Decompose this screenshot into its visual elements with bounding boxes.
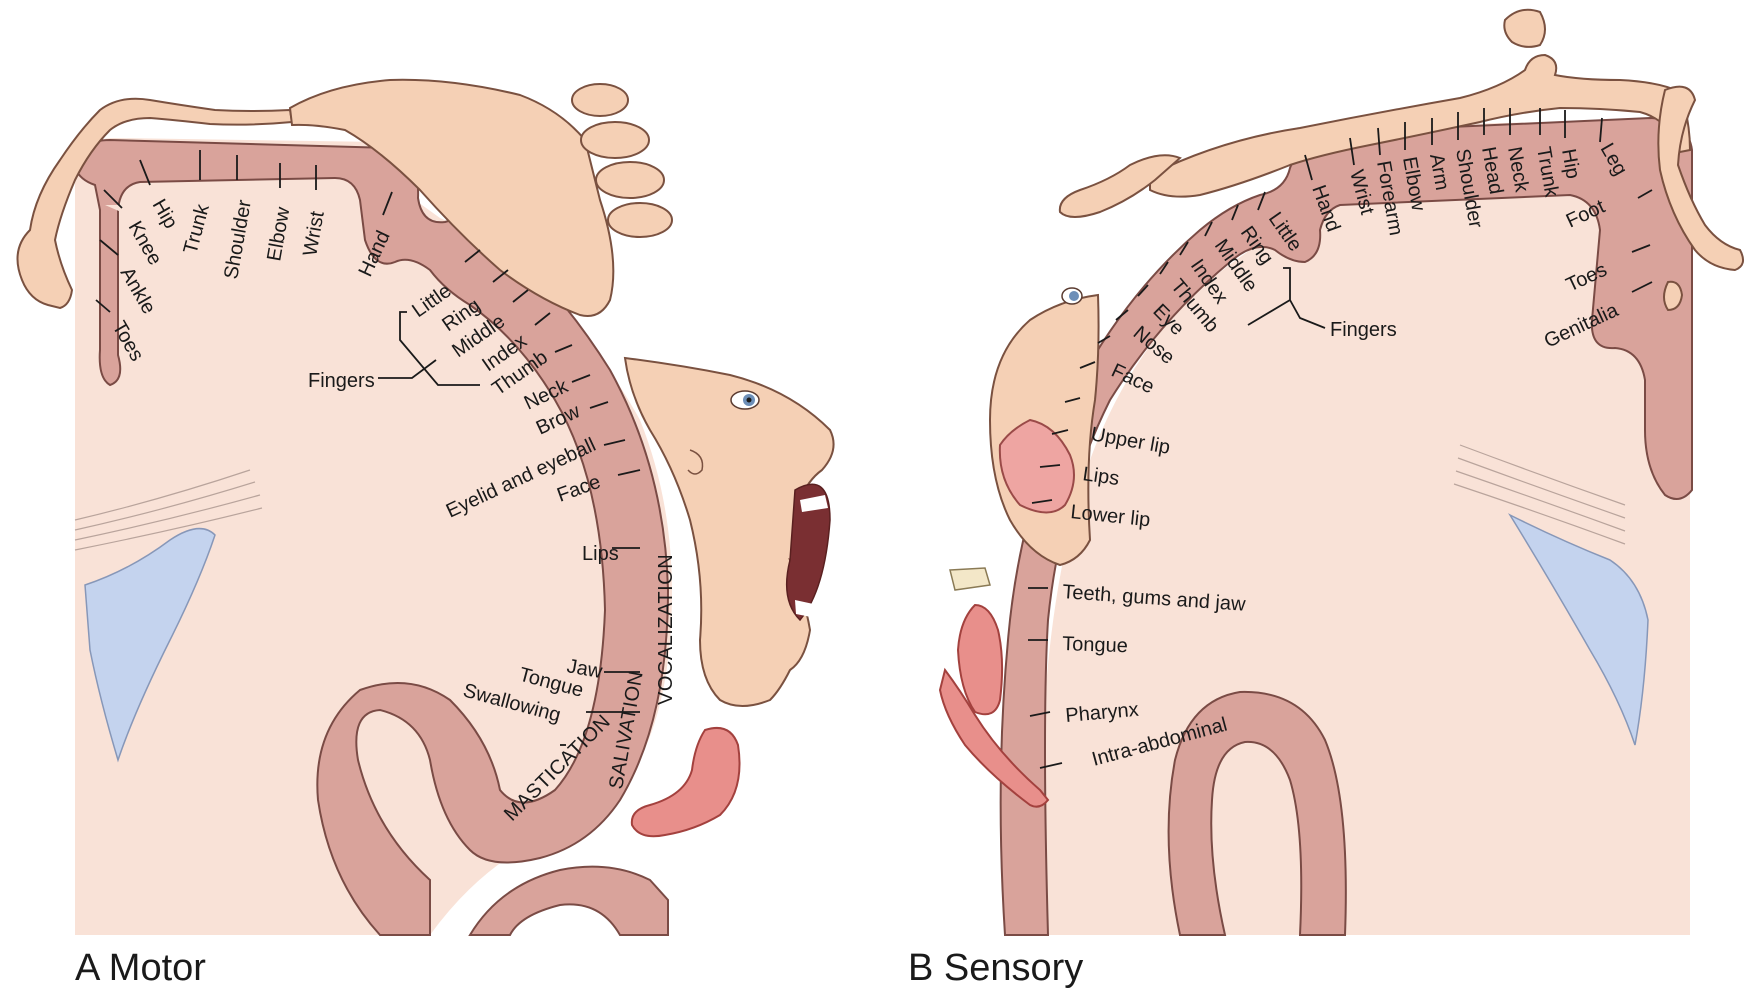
motor-label-lips: Lips [582,543,619,565]
sensory-bottom-gyrus [1167,690,1347,936]
sensory-label-tongue: Tongue [1062,633,1128,657]
sensory-tongue [956,603,1004,716]
sensory-fingers-bracket [1247,267,1326,329]
sensory-jaw [949,567,991,591]
sensory-label-hip: Hip [1557,147,1584,180]
sensory-pharynx [938,667,1050,808]
sensory-toes [1663,280,1684,312]
motor-ventricle [84,527,216,763]
sensory-ventricle [1507,513,1649,746]
motor-hand [571,83,673,238]
sensory-label-fingers: Fingers [1330,319,1397,341]
sensory-arm-hand [1058,154,1182,218]
sensory-panel: Genitalia Toes Foot Leg Hip Trunk Neck H… [908,8,1745,989]
motor-tongue [630,726,741,838]
sensory-label-lips: Lips [1081,463,1120,490]
motor-panel: Toes Ankle Knee Hip Trunk Shoulder Elbow… [16,78,835,989]
motor-label-vocalization: VOCALIZATION [655,554,677,705]
motor-bottom-cortex [468,865,669,936]
sensory-lips [998,418,1075,514]
motor-fingers-bracket [378,311,480,386]
motor-arm [288,78,615,317]
sensory-ticks [1028,108,1653,769]
motor-inner-white [75,205,586,935]
sensory-right-leg [1657,85,1745,272]
motor-caption: A Motor [75,947,206,989]
sensory-head-small [1503,8,1546,48]
sensory-caption: B Sensory [908,947,1083,989]
motor-ticks [95,150,641,746]
motor-cortex-band [73,138,670,936]
sensory-fiber-lines [1453,444,1626,545]
motor-fiber-lines [74,469,263,551]
motor-head [623,356,835,707]
motor-label-fingers: Fingers [308,370,375,392]
